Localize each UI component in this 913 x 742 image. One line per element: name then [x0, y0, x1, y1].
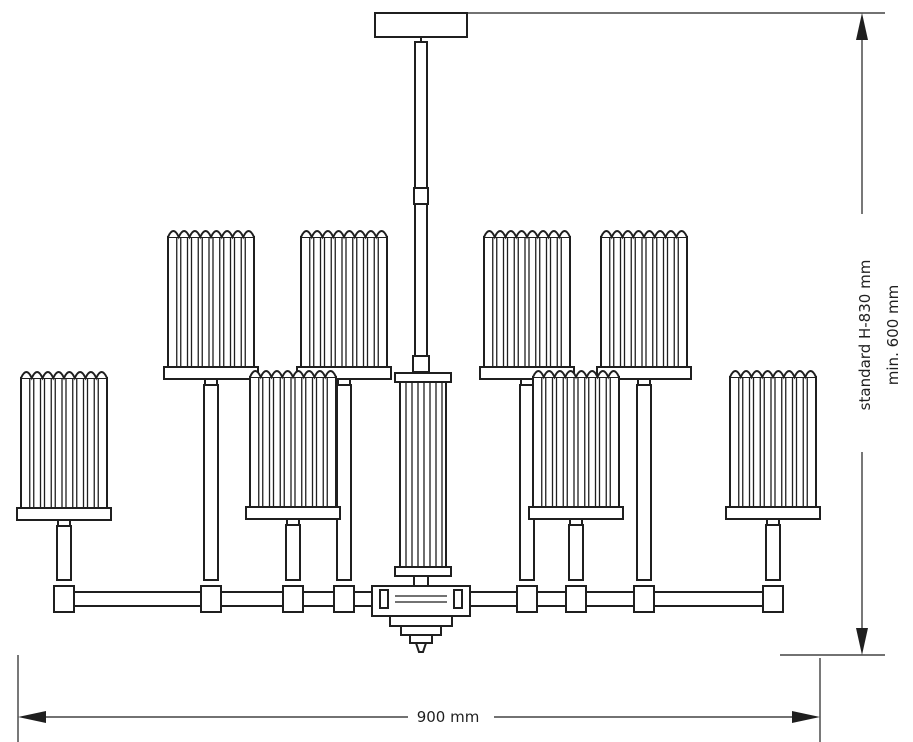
lamp-stem	[568, 524, 584, 581]
arm-joint	[200, 585, 222, 613]
glass-shade	[167, 230, 255, 368]
lamp-2	[163, 230, 259, 613]
arm-joint	[516, 585, 538, 613]
shade-collar	[528, 506, 624, 520]
glass-shade	[729, 370, 817, 508]
ceiling-canopy	[374, 12, 468, 42]
height-arrow-bottom	[856, 628, 868, 655]
lamp-stem	[56, 525, 72, 581]
height-dimension	[468, 12, 885, 656]
arm-joint	[282, 585, 304, 613]
lamp-stem	[203, 384, 219, 581]
glass-shade	[20, 371, 108, 509]
lamp-8	[725, 370, 821, 613]
height-label-line2: min. 600 mm	[884, 285, 902, 385]
height-label-line1: standard H-830 mm	[856, 260, 874, 411]
shade-collar	[725, 506, 821, 520]
glass-shade	[600, 230, 688, 368]
lamp-6	[528, 370, 624, 613]
lamp-stem	[336, 384, 352, 581]
arm-end-right	[762, 585, 784, 613]
suspension-rod	[412, 41, 430, 373]
arm-joint	[565, 585, 587, 613]
height-arrow-top	[856, 13, 868, 40]
lamps	[16, 230, 821, 613]
lamp-3	[245, 370, 341, 613]
shade-collar	[245, 506, 341, 520]
glass-shade	[300, 230, 388, 368]
lamp-4	[296, 230, 392, 613]
central-glass-column	[394, 372, 452, 587]
arm-end-left	[53, 585, 75, 613]
lamp-stem	[519, 384, 535, 581]
lamp-1	[16, 371, 112, 613]
width-label: 900 mm	[417, 708, 480, 726]
lamp-7	[596, 230, 692, 613]
shade-collar	[16, 507, 112, 521]
arm-joint	[333, 585, 355, 613]
glass-shade	[249, 370, 337, 508]
arm-joint	[633, 585, 655, 613]
width-dimension	[17, 655, 821, 742]
shade-collar	[163, 366, 259, 380]
lamp-stem	[636, 384, 652, 581]
lamp-stem	[285, 524, 301, 581]
lamp-5	[479, 230, 575, 613]
glass-shade	[532, 370, 620, 508]
center-hub	[371, 585, 471, 653]
lamp-stem	[765, 524, 781, 581]
width-arrow-right	[792, 711, 820, 723]
width-arrow-left	[18, 711, 46, 723]
glass-shade	[483, 230, 571, 368]
